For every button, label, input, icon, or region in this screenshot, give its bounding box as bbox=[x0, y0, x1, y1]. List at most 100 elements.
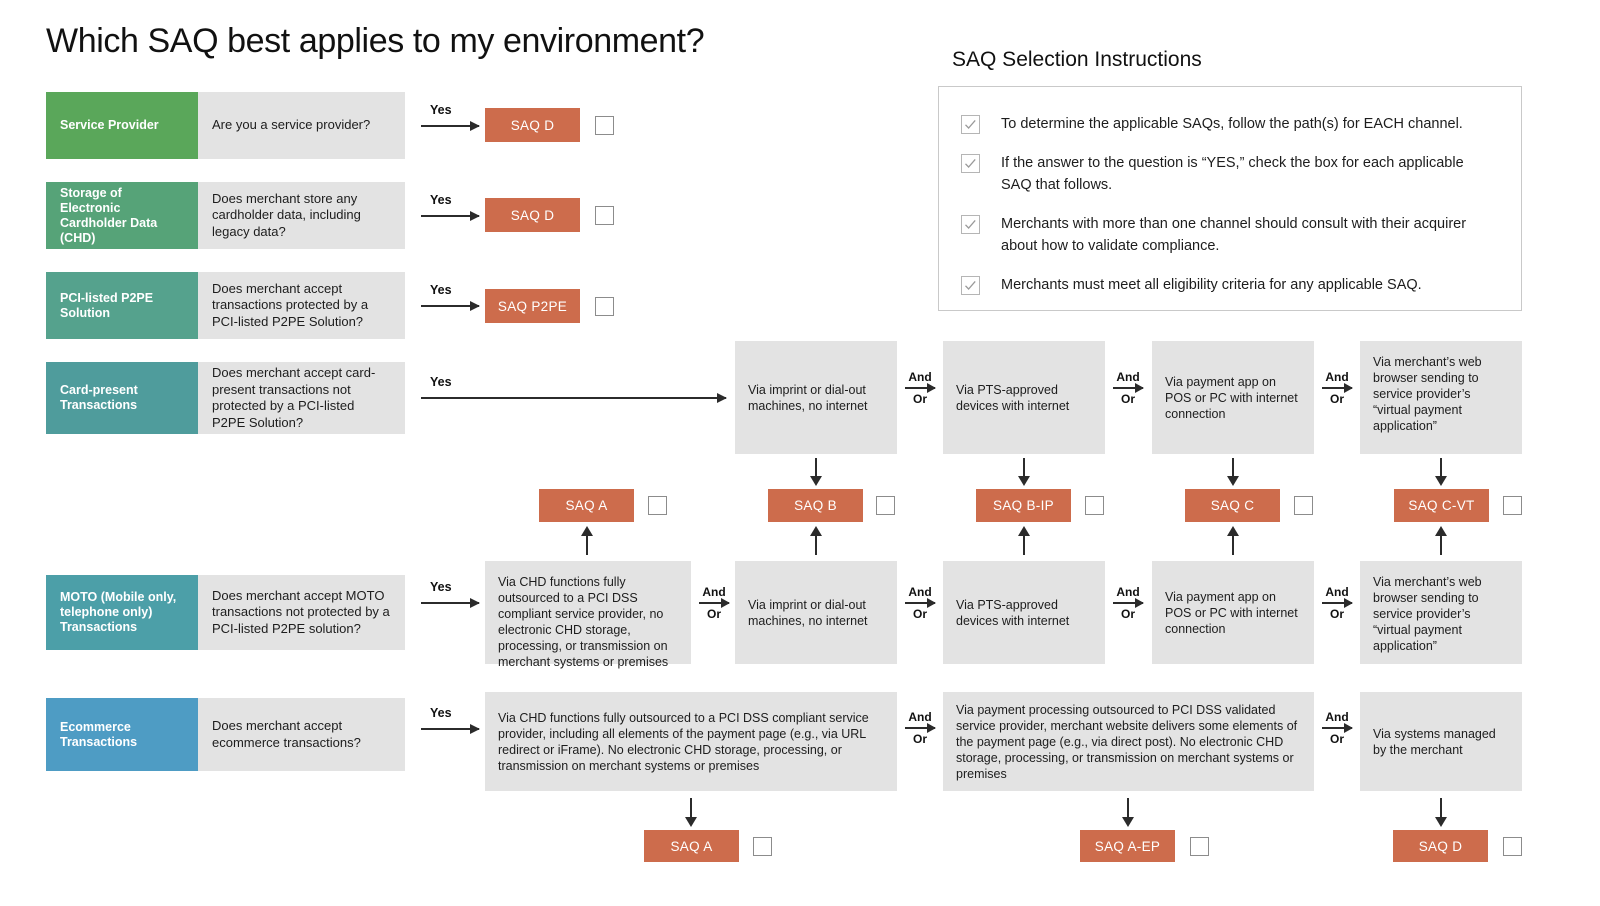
row-question-text: Does merchant store any cardholder data,… bbox=[212, 190, 361, 239]
arrow-down bbox=[1227, 458, 1239, 486]
channel-cell-card-present-2: Via PTS-approved devices with internet bbox=[943, 341, 1105, 454]
and-label: And bbox=[1325, 585, 1349, 599]
row-question-card-present: Does merchant accept card-present transa… bbox=[198, 362, 405, 434]
connector-arrow bbox=[905, 598, 936, 608]
and-label: And bbox=[908, 585, 932, 599]
saq-result-p2pe[interactable]: SAQ P2PE bbox=[485, 289, 580, 323]
channel-text: Via imprint or dial-out machines, no int… bbox=[748, 382, 868, 413]
and-or-connector: And Or bbox=[691, 585, 737, 621]
connector-arrow bbox=[905, 383, 936, 393]
or-label: Or bbox=[1329, 392, 1344, 406]
channel-text: Via CHD functions fully outsourced to a … bbox=[498, 710, 869, 773]
checkmark-icon bbox=[961, 115, 980, 134]
saq-result-d-ecommerce[interactable]: SAQ D bbox=[1393, 830, 1488, 862]
saq-checkbox[interactable] bbox=[1085, 496, 1104, 515]
row-label-text: Ecommerce Transactions bbox=[60, 719, 138, 749]
saq-checkbox[interactable] bbox=[648, 496, 667, 515]
saq-result-a-cardpresent[interactable]: SAQ A bbox=[539, 489, 634, 522]
row-question-ecommerce: Does merchant accept ecommerce transacti… bbox=[198, 698, 405, 771]
and-or-connector: And Or bbox=[1105, 585, 1151, 621]
channel-text: Via payment processing outsourced to PCI… bbox=[956, 702, 1298, 781]
and-label: And bbox=[908, 370, 932, 384]
instruction-item: Merchants must meet all eligibility crit… bbox=[961, 274, 1491, 296]
instruction-item: Merchants with more than one channel sho… bbox=[961, 213, 1491, 257]
and-label: And bbox=[908, 710, 932, 724]
connector-arrow bbox=[699, 598, 730, 608]
arrow-up bbox=[1227, 526, 1239, 555]
saq-checkbox[interactable] bbox=[876, 496, 895, 515]
connector-arrow bbox=[1113, 598, 1144, 608]
arrow-down bbox=[1435, 798, 1447, 827]
saq-checkbox[interactable] bbox=[595, 297, 614, 316]
saq-result-a-ecommerce[interactable]: SAQ A bbox=[644, 830, 739, 862]
and-or-connector: And Or bbox=[897, 370, 943, 406]
or-label: Or bbox=[912, 732, 927, 746]
channel-text: Via systems managed by the merchant bbox=[1373, 726, 1496, 757]
saq-checkbox[interactable] bbox=[1503, 837, 1522, 856]
channel-cell-ecommerce-1: Via CHD functions fully outsourced to a … bbox=[485, 692, 897, 791]
saq-label: SAQ A bbox=[670, 838, 713, 854]
page-title: Which SAQ best applies to my environment… bbox=[46, 22, 705, 60]
saq-checkbox[interactable] bbox=[1503, 496, 1522, 515]
channel-cell-moto-3: Via PTS-approved devices with internet bbox=[943, 561, 1105, 664]
saq-label: SAQ P2PE bbox=[497, 298, 568, 314]
instruction-text: If the answer to the question is “YES,” … bbox=[1001, 155, 1464, 193]
channel-cell-ecommerce-3: Via systems managed by the merchant bbox=[1360, 692, 1522, 791]
or-label: Or bbox=[1329, 607, 1344, 621]
row-label-chd-storage: Storage of Electronic Cardholder Data (C… bbox=[46, 182, 198, 249]
saq-result-service-provider[interactable]: SAQ D bbox=[485, 108, 580, 142]
connector-arrow bbox=[1322, 383, 1353, 393]
saq-label: SAQ C bbox=[1210, 498, 1255, 513]
channel-text: Via payment app on POS or PC with intern… bbox=[1165, 589, 1298, 636]
saq-result-a-ep[interactable]: SAQ A-EP bbox=[1080, 830, 1175, 862]
saq-checkbox[interactable] bbox=[1190, 837, 1209, 856]
saq-result-b[interactable]: SAQ B bbox=[768, 489, 863, 522]
yes-label: Yes bbox=[430, 103, 452, 117]
instruction-text: To determine the applicable SAQs, follow… bbox=[1001, 116, 1463, 132]
connector-arrow bbox=[1322, 598, 1353, 608]
row-question-service-provider: Are you a service provider? bbox=[198, 92, 405, 159]
arrow-up bbox=[1435, 526, 1447, 555]
saq-result-c-vt[interactable]: SAQ C-VT bbox=[1394, 489, 1489, 522]
channel-cell-ecommerce-2: Via payment processing outsourced to PCI… bbox=[943, 692, 1314, 791]
channel-cell-moto-1: Via CHD functions fully outsourced to a … bbox=[485, 561, 691, 669]
arrow-up bbox=[810, 526, 822, 555]
yes-arrow-long bbox=[421, 393, 727, 403]
saq-result-c[interactable]: SAQ C bbox=[1185, 489, 1280, 522]
yes-label: Yes bbox=[430, 283, 452, 297]
checkmark-icon bbox=[961, 276, 980, 295]
channel-cell-card-present-1: Via imprint or dial-out machines, no int… bbox=[735, 341, 897, 454]
connector-arrow bbox=[905, 723, 936, 733]
row-question-text: Does merchant accept MOTO transactions n… bbox=[212, 587, 390, 636]
and-label: And bbox=[1325, 710, 1349, 724]
saq-label: SAQ B-IP bbox=[993, 498, 1054, 513]
row-question-chd-storage: Does merchant store any cardholder data,… bbox=[198, 182, 405, 249]
yes-arrow bbox=[421, 121, 480, 131]
channel-text: Via CHD functions fully outsourced to a … bbox=[498, 575, 669, 669]
instructions-panel: To determine the applicable SAQs, follow… bbox=[938, 86, 1522, 311]
row-label-card-present: Card-present Transactions bbox=[46, 362, 198, 434]
saq-result-b-ip[interactable]: SAQ B-IP bbox=[976, 489, 1071, 522]
saq-checkbox[interactable] bbox=[595, 206, 614, 225]
saq-label: SAQ D bbox=[1418, 838, 1463, 854]
yes-arrow bbox=[421, 301, 480, 311]
row-label-text: Storage of Electronic Cardholder Data (C… bbox=[60, 185, 158, 245]
saq-label: SAQ A-EP bbox=[1094, 838, 1161, 854]
and-or-connector: And Or bbox=[897, 710, 943, 746]
saq-checkbox[interactable] bbox=[1294, 496, 1313, 515]
or-label: Or bbox=[1120, 607, 1135, 621]
and-or-connector: And Or bbox=[1314, 585, 1360, 621]
row-label-text: Card-present Transactions bbox=[60, 383, 138, 412]
and-or-connector: And Or bbox=[1314, 370, 1360, 406]
channel-text: Via PTS-approved devices with internet bbox=[956, 597, 1070, 628]
row-question-p2pe: Does merchant accept transactions protec… bbox=[198, 272, 405, 339]
channel-text: Via merchant’s web browser sending to se… bbox=[1373, 355, 1482, 433]
row-question-text: Does merchant accept transactions protec… bbox=[212, 280, 369, 329]
arrow-down bbox=[810, 458, 822, 486]
saq-checkbox[interactable] bbox=[753, 837, 772, 856]
connector-arrow bbox=[1322, 723, 1353, 733]
instruction-text: Merchants with more than one channel sho… bbox=[1001, 216, 1467, 254]
saq-result-chd-storage[interactable]: SAQ D bbox=[485, 198, 580, 232]
saq-checkbox[interactable] bbox=[595, 116, 614, 135]
